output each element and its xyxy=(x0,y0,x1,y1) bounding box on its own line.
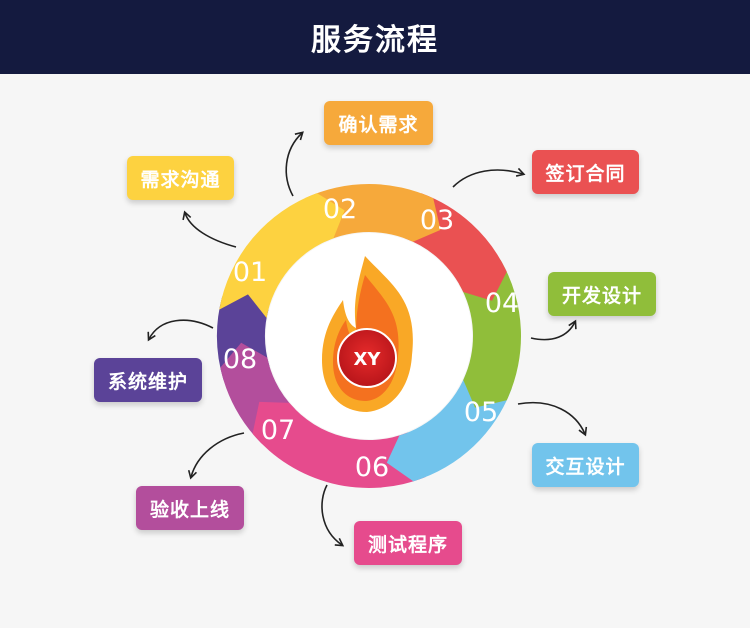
arrow-07 xyxy=(187,432,245,480)
process-ring xyxy=(217,184,521,489)
arrow-02 xyxy=(285,131,304,197)
step-number-08: 08 xyxy=(223,344,257,375)
header-bar: 服务流程 xyxy=(0,0,750,74)
step-number-05: 05 xyxy=(464,397,498,428)
step-label-01: 需求沟通 xyxy=(127,156,234,200)
step-number-07: 07 xyxy=(261,415,295,446)
step-number-02: 02 xyxy=(323,194,357,225)
page-title: 服务流程 xyxy=(311,23,439,58)
step-number-01: 01 xyxy=(233,257,267,288)
step-label-02: 确认需求 xyxy=(324,101,433,145)
step-label-08: 系统维护 xyxy=(94,358,202,402)
connector-arrows xyxy=(147,131,588,547)
arrow-03 xyxy=(452,167,526,188)
step-number-04: 04 xyxy=(485,288,519,319)
step-label-04: 开发设计 xyxy=(548,272,656,316)
step-label-03: 签订合同 xyxy=(532,150,639,194)
logo-text: XY xyxy=(354,349,382,370)
step-numbers: 01 02 03 04 05 06 07 08 xyxy=(223,194,519,483)
step-label-05: 交互设计 xyxy=(532,443,639,487)
arrow-06 xyxy=(321,484,345,547)
ring-segment-01 xyxy=(219,193,345,318)
arrow-08 xyxy=(147,319,214,342)
flame-logo-icon: XY xyxy=(322,256,413,412)
step-label-06: 测试程序 xyxy=(354,521,462,565)
ring-segment-07 xyxy=(220,342,296,444)
step-number-06: 06 xyxy=(355,452,389,483)
step-label-07: 验收上线 xyxy=(136,486,244,530)
arrow-05 xyxy=(517,402,588,437)
step-number-03: 03 xyxy=(420,205,454,236)
ring-segment-02 xyxy=(304,184,441,242)
ring-segment-04 xyxy=(459,260,521,408)
arrow-04 xyxy=(530,319,577,341)
arrow-01 xyxy=(182,210,237,248)
ring-segment-06 xyxy=(252,401,426,489)
